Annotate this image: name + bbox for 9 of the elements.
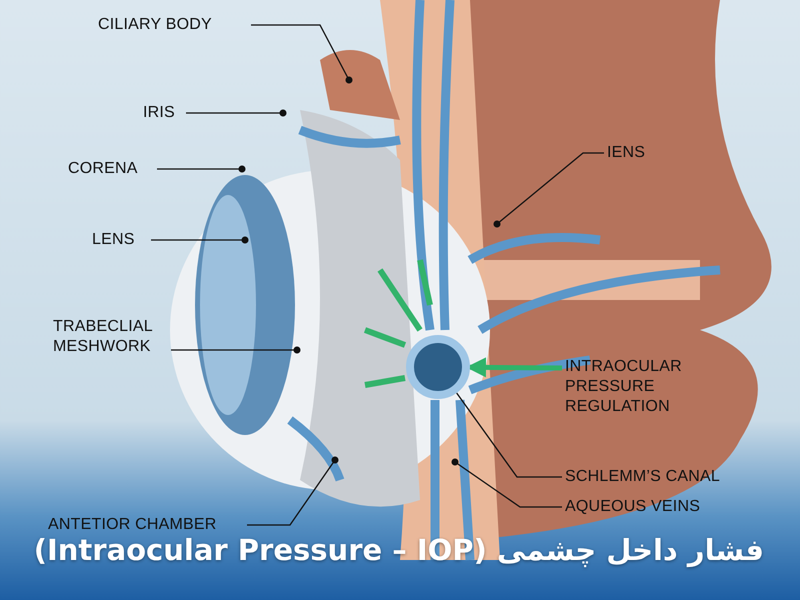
part-label: CILIARY BODY [98, 15, 248, 35]
part-label: AQUEOUS VEINS [565, 497, 715, 517]
part-label: IRIS [143, 103, 183, 123]
part-label: TRABECLIAL MESHWORK [53, 317, 168, 357]
part-label: IENS [607, 143, 653, 163]
part-label: LENS [92, 230, 148, 250]
part-label: ANTETIOR CHAMBER [48, 515, 244, 535]
part-label: INTRAOCULAR PRESSURE REGULATION [565, 357, 695, 417]
part-label: CORENA [68, 159, 154, 179]
